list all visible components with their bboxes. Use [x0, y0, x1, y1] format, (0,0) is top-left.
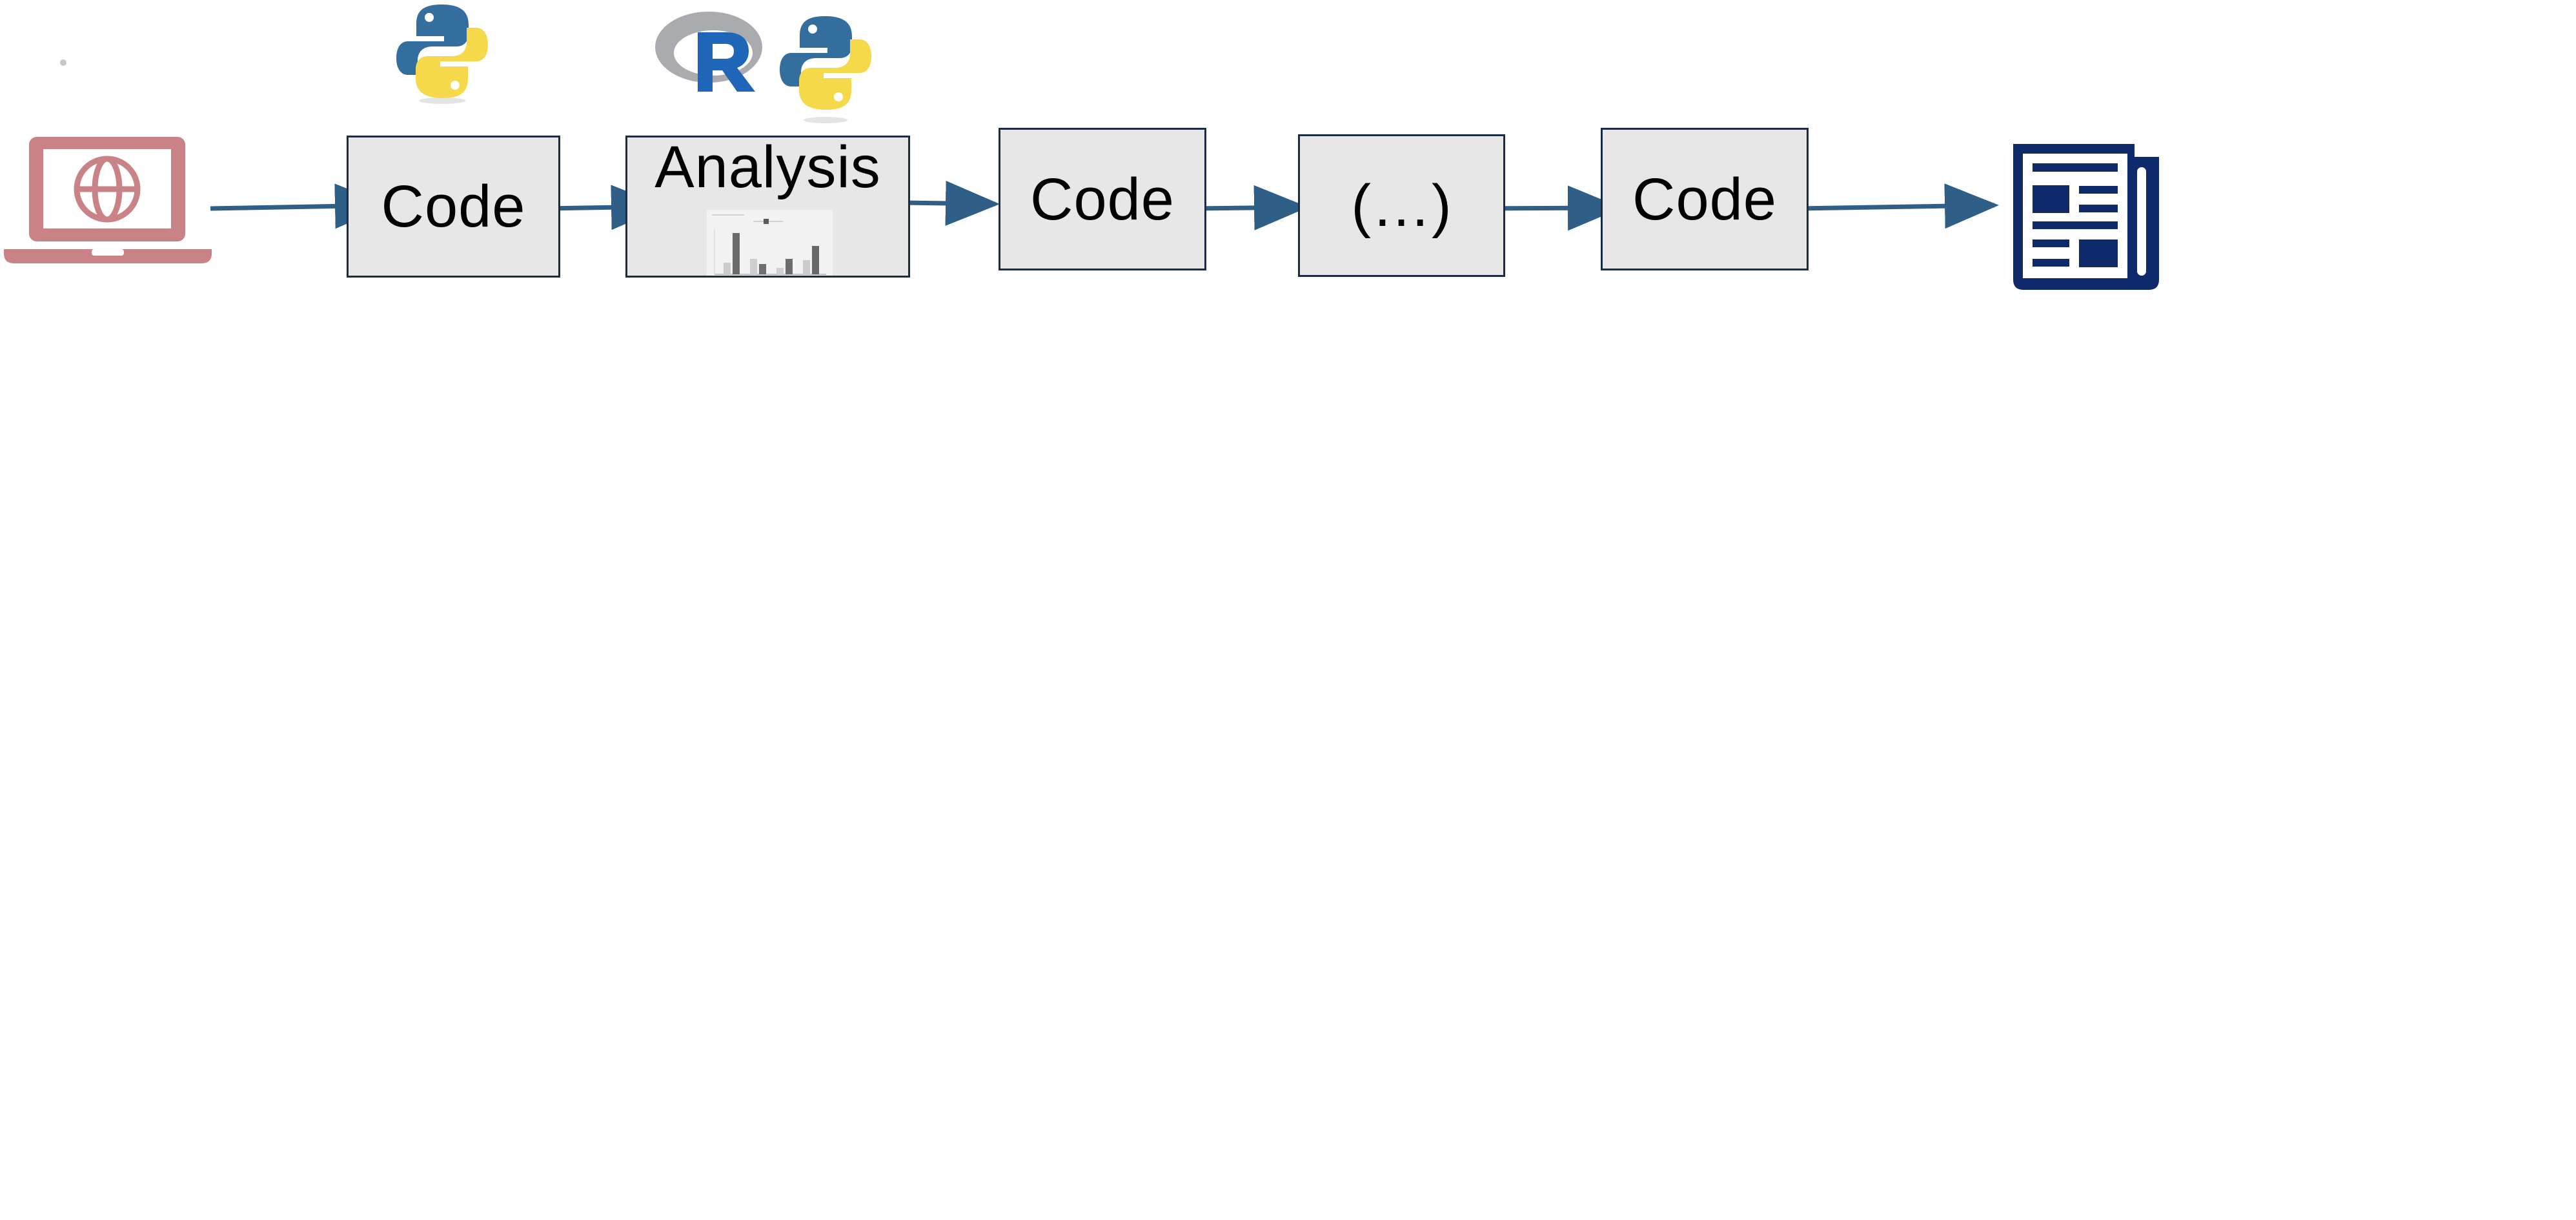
step-box-ellipsis: (…) [1298, 134, 1505, 277]
python-logo-icon [778, 14, 873, 125]
bar-chart-thumbnail-icon [707, 210, 833, 276]
step-box-analysis: Analysis [625, 136, 910, 278]
step-label-analysis: Analysis [654, 136, 881, 200]
step-label-code-1: Code [381, 174, 526, 239]
python-logo-icon [395, 3, 489, 106]
r-logo-icon [652, 6, 768, 96]
step-label-code-2: Code [1030, 166, 1175, 232]
step-box-code-1: Code [347, 136, 560, 278]
step-box-code-3: Code [1601, 128, 1809, 270]
arrow-code-3-to-output [1796, 183, 1999, 229]
step-box-code-2: Code [999, 128, 1206, 270]
laptop-globe-icon [4, 137, 212, 265]
newspaper-icon [2013, 144, 2159, 290]
tiny-dot-icon [59, 58, 67, 66]
arrow-code-2-to-ellipsis [1193, 185, 1308, 230]
step-label-code-3: Code [1632, 166, 1777, 232]
step-label-ellipsis: (…) [1351, 172, 1452, 239]
